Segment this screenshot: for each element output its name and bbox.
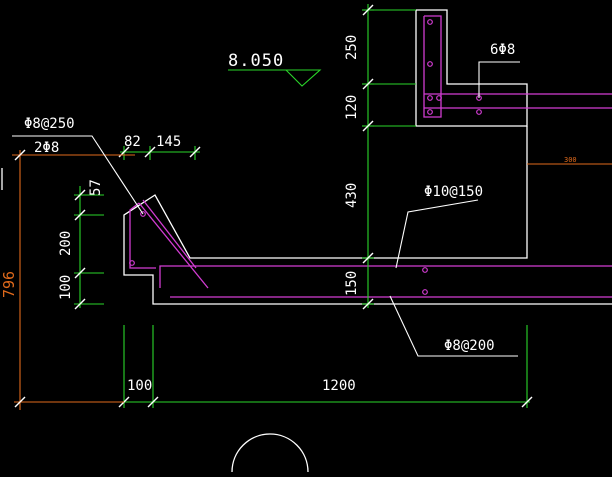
slab-bottom-bars-label: Φ8@200: [444, 338, 495, 354]
top-bars-label: 6Φ8: [490, 42, 515, 58]
concrete-outline: [1, 9, 612, 305]
elevation-label: 8.050: [228, 51, 284, 71]
upper-stirrup-label: Φ8@250: [24, 116, 75, 132]
overall-dimension-ticks: [14, 149, 26, 408]
leader-lines: [12, 61, 520, 357]
section-circle: [231, 433, 309, 473]
dim-right-430: 430: [344, 183, 360, 208]
dim-bottom-1200: 1200: [322, 378, 356, 394]
overall-dimension: [12, 150, 612, 410]
dim-left-200: 200: [58, 231, 74, 256]
dim-bottom-100: 100: [127, 378, 152, 394]
upper-corner-bars-label: 2Φ8: [34, 140, 59, 156]
dim-right-150: 150: [344, 271, 360, 296]
dim-left-100: 100: [58, 275, 74, 300]
dim-right-120: 120: [344, 95, 360, 120]
dim-side-300: 300: [564, 156, 577, 164]
dim-right-250: 250: [344, 35, 360, 60]
dimension-ticks: [74, 4, 533, 408]
dim-left-57: 57: [88, 179, 104, 196]
dim-145: 145: [156, 134, 181, 150]
dim-82: 82: [124, 134, 141, 150]
rebar-dots: [129, 19, 482, 295]
slab-top-bars-label: Φ10@150: [424, 184, 483, 200]
dim-overall-796: 796: [0, 271, 18, 298]
